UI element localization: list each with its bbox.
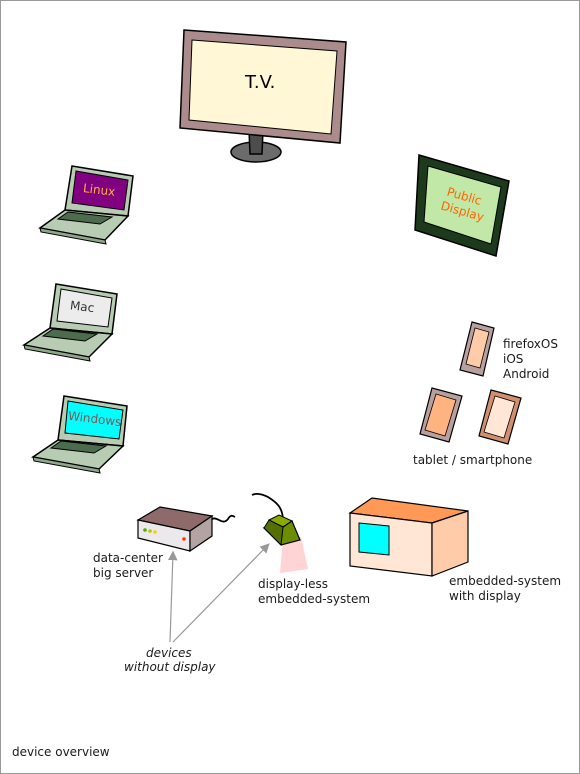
displayless-label-line2: embedded-system bbox=[258, 592, 370, 606]
server-label-line2: big server bbox=[93, 566, 153, 580]
mobile-os-ios: iOS bbox=[503, 352, 523, 366]
mobile-os-android: Android bbox=[503, 367, 549, 381]
embedded-side bbox=[431, 510, 469, 577]
linux-laptop-keyboard bbox=[56, 211, 114, 225]
nodisplay-label-line2: without display bbox=[124, 660, 216, 674]
public-display-device: Public Display bbox=[414, 154, 510, 257]
mac-label: Mac bbox=[69, 298, 95, 315]
mac-laptop-screen bbox=[56, 288, 113, 328]
server-side bbox=[189, 514, 213, 553]
public-display-screen bbox=[423, 165, 502, 245]
mac-laptop-edge bbox=[23, 344, 91, 362]
embedded-display-device bbox=[348, 497, 469, 577]
linux-laptop-screen bbox=[71, 170, 129, 211]
windows-laptop: Windows bbox=[31, 395, 128, 474]
tv-screen bbox=[188, 39, 338, 135]
embedded-screen bbox=[358, 522, 390, 556]
diagram-title: device overview bbox=[12, 745, 110, 759]
displayless-embedded-device bbox=[251, 493, 308, 573]
mobile-os-firefoxos: firefoxOS bbox=[503, 337, 558, 351]
smartphone-device bbox=[459, 321, 495, 377]
nodisplay-label-line1: devices bbox=[146, 646, 192, 660]
linux-laptop-edge bbox=[39, 227, 107, 245]
server-label-line1: data-center bbox=[93, 551, 163, 565]
displayless-light-beam bbox=[280, 537, 308, 573]
windows-laptop-screen bbox=[64, 400, 124, 440]
tablet-right-device bbox=[478, 389, 522, 445]
windows-laptop-keyboard bbox=[49, 440, 108, 454]
displayless-cable bbox=[251, 493, 284, 522]
server-device bbox=[136, 506, 236, 553]
server-led-yellow bbox=[153, 530, 157, 534]
embedded-label-line1: embedded-system bbox=[449, 574, 561, 588]
tv-label: T.V. bbox=[244, 72, 275, 93]
windows-label: Windows bbox=[67, 409, 122, 429]
linux-label: Linux bbox=[82, 181, 116, 199]
mac-laptop: Mac bbox=[22, 283, 118, 362]
server-led-red bbox=[182, 537, 186, 541]
tablet-right-screen bbox=[483, 395, 516, 439]
tablet-left-device bbox=[419, 387, 463, 443]
mac-laptop-keyboard bbox=[41, 328, 99, 342]
displayless-sensor-side bbox=[263, 519, 284, 547]
displayless-label-line1: display-less bbox=[258, 577, 328, 591]
linux-laptop: Linux bbox=[38, 165, 134, 245]
mobile-caption: tablet / smartphone bbox=[413, 453, 532, 467]
server-led-green-1 bbox=[143, 528, 147, 532]
embedded-label-line2: with display bbox=[449, 589, 521, 603]
tv-device: T.V. bbox=[179, 29, 347, 163]
tablet-left-screen bbox=[424, 393, 457, 437]
server-cable bbox=[209, 514, 236, 523]
arrow-to-server bbox=[167, 550, 178, 643]
windows-laptop-edge bbox=[32, 456, 101, 474]
server-led-green-2 bbox=[148, 529, 152, 533]
arrow-to-displayless bbox=[172, 543, 270, 643]
smartphone-screen bbox=[465, 327, 490, 369]
